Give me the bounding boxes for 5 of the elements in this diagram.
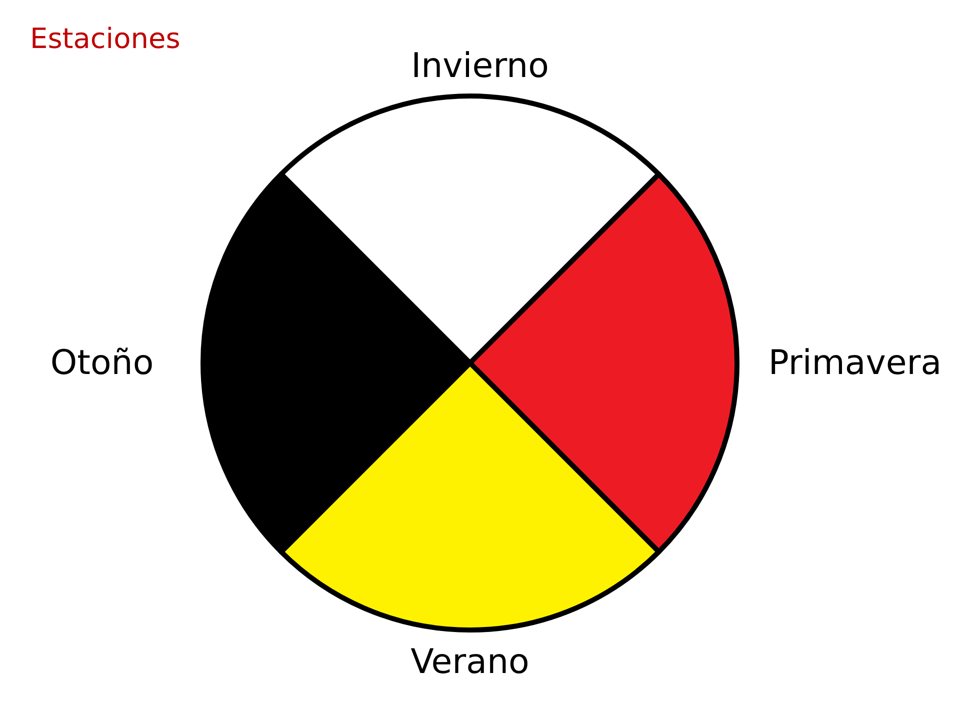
season-label: Verano bbox=[410, 642, 530, 682]
season-label: Otoño bbox=[50, 343, 154, 383]
diagram-title: Estaciones bbox=[30, 22, 180, 55]
season-label: Invierno bbox=[411, 46, 549, 86]
season-label: Primavera bbox=[768, 343, 942, 383]
